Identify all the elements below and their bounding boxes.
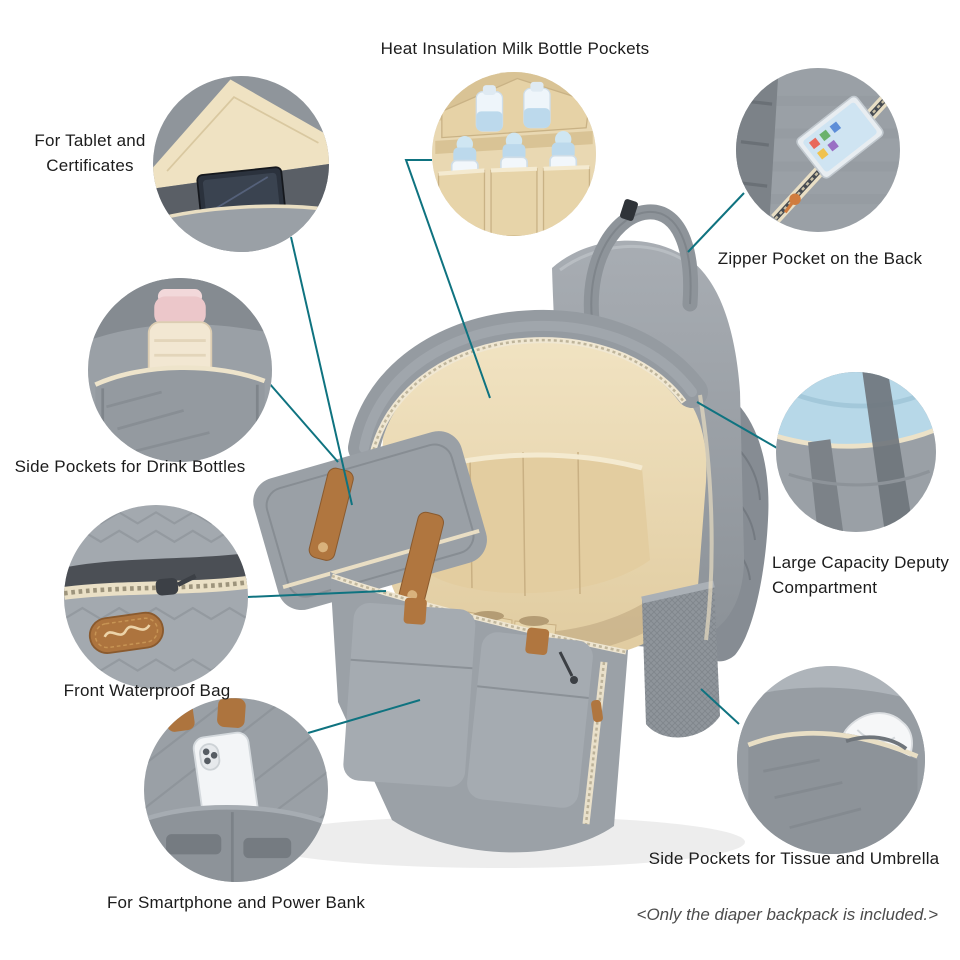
callout-photo-milk-bottle-pockets (432, 72, 596, 236)
callout-photo-zipper-pocket-back (736, 68, 900, 232)
label-tablet-certificates: For Tablet and Certificates (34, 131, 146, 175)
tissue-pocket-image (737, 666, 925, 854)
milk-bottle-pockets-image (432, 72, 596, 236)
deputy-compartment-image (776, 372, 936, 532)
callout-photo-front-waterproof (64, 505, 248, 689)
callout-photo-tissue-pocket (737, 666, 925, 854)
label-deputy-compartment: Large Capacity Deputy Compartment (772, 553, 950, 597)
smartphone-pocket-image (144, 698, 328, 882)
label-front-waterproof: Front Waterproof Bag (63, 681, 231, 700)
drink-bottle-pocket-image (88, 278, 272, 462)
tablet-pocket-image (153, 76, 329, 252)
leather-logo-tag (88, 611, 164, 654)
callout-photo-smartphone-pocket (144, 698, 328, 882)
label-zipper-pocket-back: Zipper Pocket on the Back (717, 249, 923, 268)
backpack-art (253, 199, 769, 868)
callout-photo-tablet-certificates (153, 76, 329, 252)
callout-photo-deputy-compartment (776, 372, 936, 532)
label-side-pockets-drink: Side Pockets for Drink Bottles (14, 457, 246, 476)
label-tissue-umbrella: Side Pockets for Tissue and Umbrella (648, 849, 940, 868)
label-milk-bottle-pockets: Heat Insulation Milk Bottle Pockets (380, 39, 650, 58)
callout-photo-drink-bottle-pocket (88, 278, 272, 462)
footnote-backpack-only: <Only the diaper backpack is included.> (636, 905, 938, 924)
label-smartphone-power-bank: For Smartphone and Power Bank (106, 893, 366, 912)
waterproof-zipper-image (64, 505, 248, 689)
back-zipper-pocket-image (736, 68, 900, 232)
leader-lines (246, 159, 778, 734)
